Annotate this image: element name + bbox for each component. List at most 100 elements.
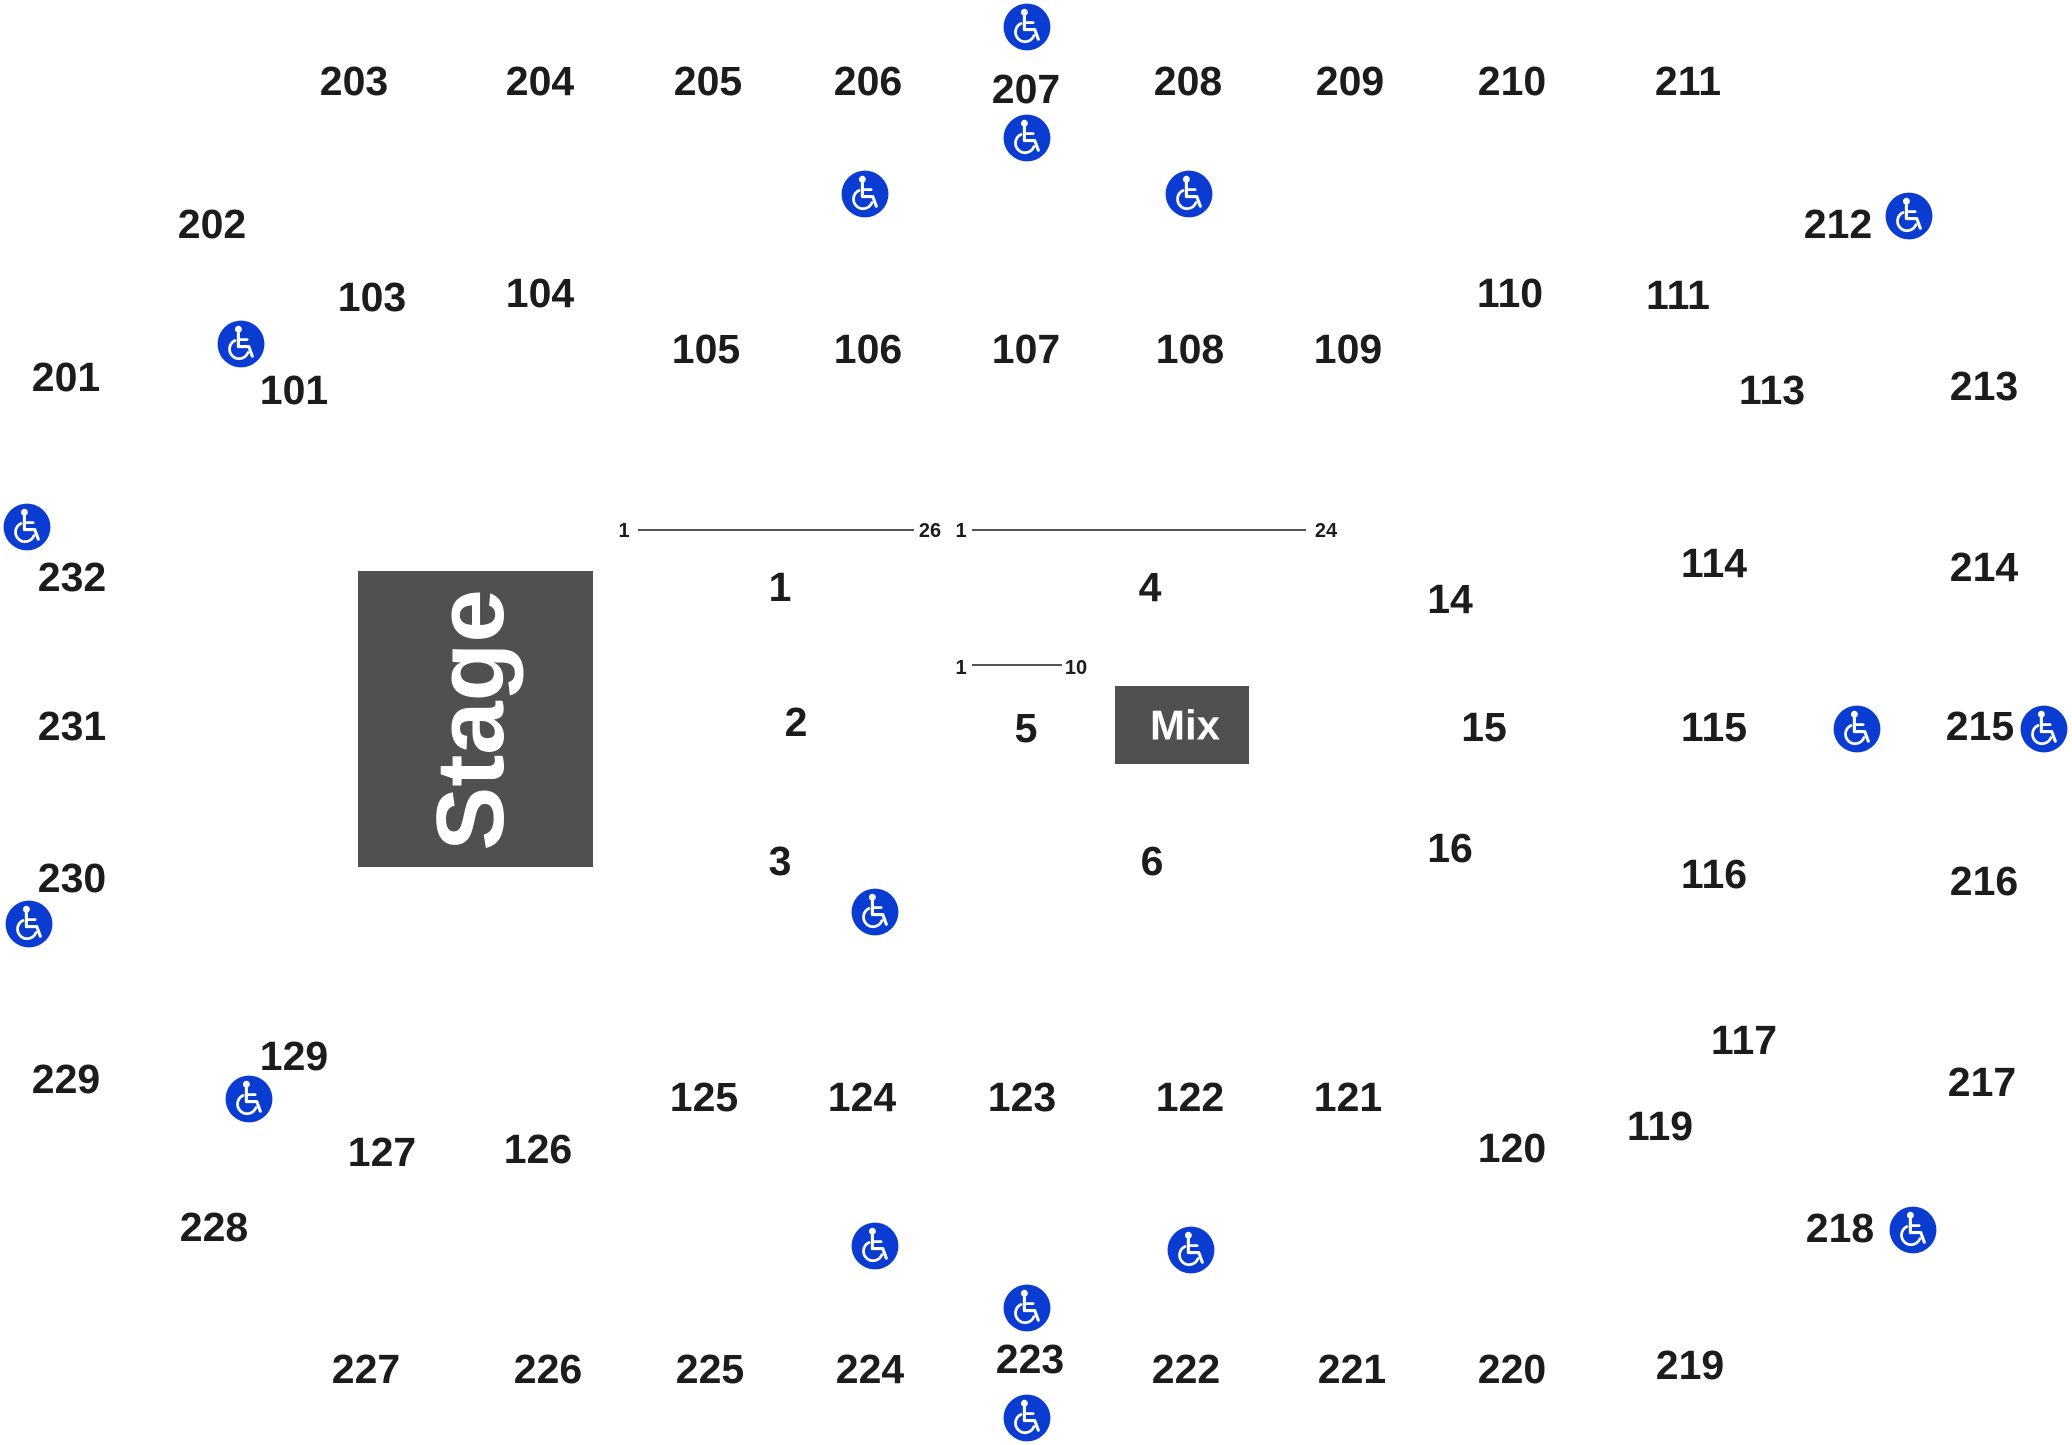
section-111[interactable]: 111 (1646, 272, 1710, 318)
section-108[interactable]: 108 (1156, 326, 1224, 372)
wheelchair-icon (1888, 1205, 1938, 1255)
section-105[interactable]: 105 (672, 326, 740, 372)
section-101[interactable]: 101 (260, 367, 328, 413)
section-117[interactable]: 117 (1711, 1017, 1777, 1063)
section-122[interactable]: 122 (1156, 1074, 1224, 1120)
section-124[interactable]: 124 (828, 1074, 897, 1120)
section-209[interactable]: 209 (1316, 58, 1384, 104)
section-225[interactable]: 225 (676, 1346, 744, 1392)
section-5[interactable]: 5 (1015, 705, 1038, 751)
wheelchair-icon (4, 899, 54, 949)
section-219[interactable]: 219 (1656, 1342, 1724, 1388)
section-205[interactable]: 205 (674, 58, 742, 104)
wheelchair-icon (850, 1221, 900, 1271)
section-119[interactable]: 119 (1627, 1103, 1693, 1149)
wheelchair-icon (2019, 704, 2069, 754)
section-212[interactable]: 212 (1804, 201, 1872, 247)
section-114[interactable]: 114 (1681, 540, 1747, 586)
section-3[interactable]: 3 (769, 838, 792, 884)
wheelchair-icon (1832, 704, 1882, 754)
section-125[interactable]: 125 (670, 1074, 738, 1120)
section-116[interactable]: 116 (1681, 851, 1747, 897)
section-221[interactable]: 221 (1318, 1346, 1386, 1392)
section-232[interactable]: 232 (38, 554, 106, 600)
section-129[interactable]: 129 (260, 1033, 328, 1079)
section-15[interactable]: 15 (1461, 704, 1507, 750)
section-213[interactable]: 213 (1950, 363, 2018, 409)
wheelchair-icon (224, 1074, 274, 1124)
section-204[interactable]: 204 (506, 58, 575, 104)
section-14[interactable]: 14 (1427, 576, 1473, 622)
section-109[interactable]: 109 (1314, 326, 1382, 372)
section-210[interactable]: 210 (1478, 58, 1546, 104)
section-104[interactable]: 104 (506, 270, 575, 316)
wheelchair-icon (1164, 169, 1214, 219)
section-1[interactable]: 1 (769, 564, 792, 610)
section-16[interactable]: 16 (1427, 825, 1473, 871)
wheelchair-icon (840, 169, 890, 219)
sections-100-level: 101 103 104 105 106 107 108 109 110 111 … (260, 270, 1805, 1175)
section-227[interactable]: 227 (332, 1346, 400, 1392)
row-range-section-1: 1 26 (618, 520, 941, 542)
row-end-label: 24 (1315, 520, 1338, 542)
section-230[interactable]: 230 (38, 855, 106, 901)
stage-label: Stage (417, 589, 524, 850)
section-201[interactable]: 201 (32, 354, 100, 400)
section-121[interactable]: 121 (1314, 1074, 1382, 1120)
section-208[interactable]: 208 (1154, 58, 1222, 104)
section-206[interactable]: 206 (834, 58, 902, 104)
section-220[interactable]: 220 (1478, 1346, 1546, 1392)
mix-label: Mix (1150, 702, 1221, 749)
section-228[interactable]: 228 (180, 1204, 248, 1250)
section-226[interactable]: 226 (514, 1346, 582, 1392)
wheelchair-icon (2, 502, 52, 552)
section-127[interactable]: 127 (348, 1129, 416, 1175)
row-range-section-4: 1 24 (955, 520, 1338, 542)
section-103[interactable]: 103 (338, 274, 406, 320)
sections-200-level: 203 204 205 206 207 208 209 210 211 212 … (32, 58, 2019, 1392)
section-2[interactable]: 2 (785, 699, 808, 745)
section-218[interactable]: 218 (1806, 1205, 1874, 1251)
section-110[interactable]: 110 (1477, 270, 1543, 316)
wheelchair-icon (1002, 2, 1052, 52)
mix-position: Mix (1115, 686, 1249, 764)
section-113[interactable]: 113 (1739, 367, 1805, 413)
wheelchair-icon (1166, 1225, 1216, 1275)
section-216[interactable]: 216 (1950, 858, 2018, 904)
section-107[interactable]: 107 (992, 326, 1060, 372)
row-end-label: 10 (1065, 657, 1087, 679)
section-224[interactable]: 224 (836, 1346, 905, 1392)
section-211[interactable]: 211 (1655, 58, 1721, 104)
section-126[interactable]: 126 (504, 1126, 572, 1172)
wheelchair-icon (1002, 1393, 1052, 1443)
section-222[interactable]: 222 (1152, 1346, 1220, 1392)
section-207[interactable]: 207 (992, 66, 1060, 112)
wheelchair-icon (1884, 191, 1934, 241)
section-4[interactable]: 4 (1139, 564, 1162, 610)
wheelchair-icon (1002, 113, 1052, 163)
section-202[interactable]: 202 (178, 201, 246, 247)
row-start-label: 1 (955, 520, 966, 542)
section-115[interactable]: 115 (1681, 704, 1747, 750)
section-123[interactable]: 123 (988, 1074, 1056, 1120)
sections-floor: 1 2 3 4 5 6 14 15 16 (769, 564, 1507, 884)
stage: Stage (358, 571, 593, 867)
wheelchair-icon (850, 887, 900, 937)
section-223[interactable]: 223 (996, 1336, 1064, 1382)
section-203[interactable]: 203 (320, 58, 388, 104)
row-end-label: 26 (919, 520, 941, 542)
section-6[interactable]: 6 (1141, 838, 1164, 884)
section-215[interactable]: 215 (1946, 703, 2014, 749)
row-start-label: 1 (618, 520, 629, 542)
section-229[interactable]: 229 (32, 1056, 100, 1102)
section-231[interactable]: 231 (38, 703, 106, 749)
row-range-section-5: 1 10 (955, 657, 1087, 679)
section-120[interactable]: 120 (1478, 1125, 1546, 1171)
section-214[interactable]: 214 (1950, 544, 2019, 590)
section-106[interactable]: 106 (834, 326, 902, 372)
row-start-label: 1 (955, 657, 966, 679)
section-217[interactable]: 217 (1948, 1059, 2016, 1105)
wheelchair-icon (216, 319, 266, 369)
wheelchair-icon (1002, 1283, 1052, 1333)
